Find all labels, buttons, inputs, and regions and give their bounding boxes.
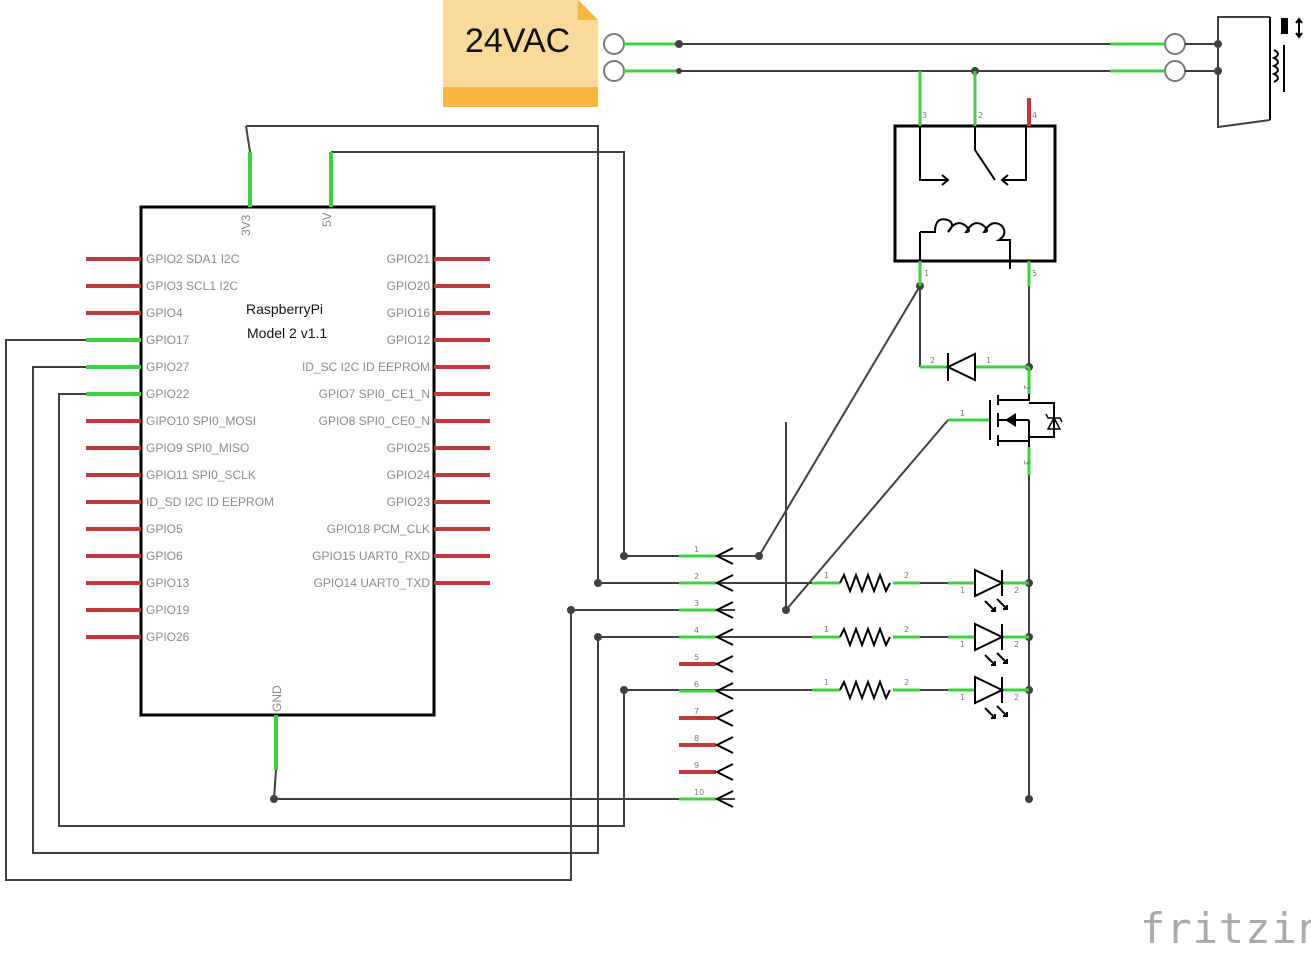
led-pin-label: 2 bbox=[1014, 586, 1019, 595]
solenoid-plunger-icon bbox=[1281, 18, 1288, 34]
connector-arrow-icon bbox=[714, 628, 734, 646]
diode-pin-label: 2 bbox=[930, 356, 935, 365]
connector-pin-label: 3 bbox=[694, 599, 699, 608]
rpi-left-pin-label: GPIO22 bbox=[146, 387, 190, 401]
resistor-pin-label: 2 bbox=[904, 625, 909, 634]
mosfet-transistor[interactable]: 1 2 3 bbox=[948, 367, 1063, 475]
mosfet-pin-label: 3 bbox=[1022, 460, 1031, 465]
pin-3v3-label: 3V3 bbox=[239, 214, 253, 236]
led-icon[interactable] bbox=[974, 622, 1005, 652]
connector-arrow-icon bbox=[714, 790, 734, 808]
rpi-right-pin-label: GPIO18 PCM_CLK bbox=[327, 522, 430, 536]
rpi-left-pin-label: GPIO13 bbox=[146, 576, 190, 590]
rpi-right-pin-label: GPIO7 SPI0_CE1_N bbox=[319, 387, 430, 401]
rpi-right-pin-label: GPIO21 bbox=[387, 252, 431, 266]
connector-arrow-icon bbox=[714, 574, 734, 592]
pin-header-connector[interactable]: 1 2 3 4 5 6 7 8 9 10 bbox=[679, 545, 734, 808]
resistor-pin-label: 2 bbox=[904, 571, 909, 580]
connector-pin-label: 6 bbox=[694, 680, 699, 689]
board-model: Model 2 v1.1 bbox=[247, 325, 327, 341]
relay-pin-label: 4 bbox=[1032, 111, 1037, 120]
power-source-label[interactable]: 24VAC bbox=[443, 0, 598, 107]
resistor-pin-label: 1 bbox=[824, 678, 829, 687]
resistor-icon[interactable] bbox=[839, 679, 891, 701]
light-emission-icon bbox=[984, 705, 1008, 719]
rpi-left-pin-label: GPIO4 bbox=[146, 306, 183, 320]
relay[interactable]: 3 2 4 1 5 bbox=[893, 71, 1057, 286]
rpi-right-pin-label: GPIO20 bbox=[387, 279, 431, 293]
relay-pin-label: 1 bbox=[924, 269, 929, 278]
mosfet-pin-label: 2 bbox=[1022, 385, 1031, 390]
relay-pin-label: 5 bbox=[1032, 269, 1037, 278]
connector-pin-label: 7 bbox=[694, 707, 699, 716]
board-name: RaspberryPi bbox=[246, 301, 323, 317]
rpi-right-pin-label: GPIO14 UART0_TXD bbox=[314, 576, 431, 590]
connector-pin-label: 9 bbox=[694, 761, 699, 770]
connector-arrow-icon bbox=[714, 763, 734, 781]
flyback-diode[interactable]: 2 1 bbox=[920, 352, 1029, 382]
connector-pin-label: 4 bbox=[694, 626, 699, 635]
rpi-left-pin-label: GPIO27 bbox=[146, 360, 190, 374]
rpi-left-pin-label: GPIO6 bbox=[146, 549, 183, 563]
pin-5v-label: 5V bbox=[320, 212, 334, 227]
connector-pin-label: 2 bbox=[694, 572, 699, 581]
connector-arrow-icon bbox=[714, 682, 734, 700]
led-pin-label: 1 bbox=[960, 640, 965, 649]
connector-arrow-icon bbox=[714, 709, 734, 727]
relay-pin-label: 2 bbox=[978, 111, 983, 120]
led-pin-label: 2 bbox=[1014, 693, 1019, 702]
resistor-icon[interactable] bbox=[839, 626, 891, 648]
led-pin-label: 2 bbox=[1014, 640, 1019, 649]
diode-pin-label: 1 bbox=[986, 356, 991, 365]
rpi-left-pin-label: GIPO10 SPI0_MOSI bbox=[146, 414, 256, 428]
arrow-updown-icon bbox=[1295, 17, 1303, 39]
rpi-left-pin-label: GPIO26 bbox=[146, 630, 190, 644]
pin-gnd-label: GND bbox=[270, 685, 284, 712]
power-terminals bbox=[603, 33, 1186, 82]
resistor-pin-label: 1 bbox=[824, 625, 829, 634]
connector-arrow-icon bbox=[714, 547, 734, 565]
rpi-left-pin-label: GPIO19 bbox=[146, 603, 190, 617]
connector-pin-label: 1 bbox=[694, 545, 699, 554]
mosfet-pin-label: 1 bbox=[960, 409, 965, 418]
led-icon[interactable] bbox=[974, 675, 1005, 705]
led-pin-label: 1 bbox=[960, 586, 965, 595]
rpi-left-pin-label: GPIO3 SCL1 I2C bbox=[146, 279, 238, 293]
rpi-right-pin-label: GPIO8 SPI0_CE0_N bbox=[319, 414, 430, 428]
connector-pin-label: 5 bbox=[694, 653, 699, 662]
rpi-right-pin-label: GPIO25 bbox=[387, 441, 431, 455]
rpi-left-pin-label: GPIO9 SPI0_MISO bbox=[146, 441, 249, 455]
rpi-right-pin-label: GPIO16 bbox=[387, 306, 431, 320]
power-label-text: 24VAC bbox=[465, 22, 570, 60]
rpi-left-pin-label: GPIO5 bbox=[146, 522, 183, 536]
rpi-right-pin-label: GPIO15 UART0_RXD bbox=[312, 549, 430, 563]
led-pin-label: 1 bbox=[960, 693, 965, 702]
solenoid-valve[interactable] bbox=[1269, 17, 1303, 120]
connector-pin-label: 8 bbox=[694, 734, 699, 743]
rpi-left-pin-label: ID_SD I2C ID EEPROM bbox=[146, 495, 274, 509]
junctions bbox=[270, 40, 1222, 803]
resistor-pin-label: 1 bbox=[824, 571, 829, 580]
connector-arrow-icon bbox=[714, 601, 734, 619]
resistor-pin-label: 2 bbox=[904, 678, 909, 687]
resistor-led-array: 1 2 1 2 1 2 1 2 1 2 1 2 bbox=[812, 568, 1029, 719]
rpi-right-pin-label: GPIO23 bbox=[387, 495, 431, 509]
rpi-right-pin-label: GPIO24 bbox=[387, 468, 431, 482]
connector-arrow-icon bbox=[714, 655, 734, 673]
resistor-icon[interactable] bbox=[839, 572, 891, 594]
light-emission-icon bbox=[984, 598, 1008, 612]
rpi-left-pin-label: GPIO2 SDA1 I2C bbox=[146, 252, 240, 266]
rpi-left-pin-label: GPIO11 SPI0_SCLK bbox=[146, 468, 256, 482]
raspberry-pi[interactable]: 3V3 5V GND RaspberryPi Model 2 v1.1 GPIO… bbox=[86, 152, 490, 770]
connector-pin-label: 10 bbox=[694, 788, 704, 797]
led-icon[interactable] bbox=[974, 568, 1005, 598]
fritzing-brand-logo: fritzing bbox=[1140, 904, 1311, 953]
light-emission-icon bbox=[984, 652, 1008, 666]
connector-arrow-icon bbox=[714, 736, 734, 754]
relay-pin-label: 3 bbox=[922, 111, 927, 120]
rpi-right-pin-label: ID_SC I2C ID EEPROM bbox=[302, 360, 430, 374]
rpi-left-pin-label: GPIO17 bbox=[146, 333, 190, 347]
rpi-right-pin-label: GPIO12 bbox=[387, 333, 431, 347]
